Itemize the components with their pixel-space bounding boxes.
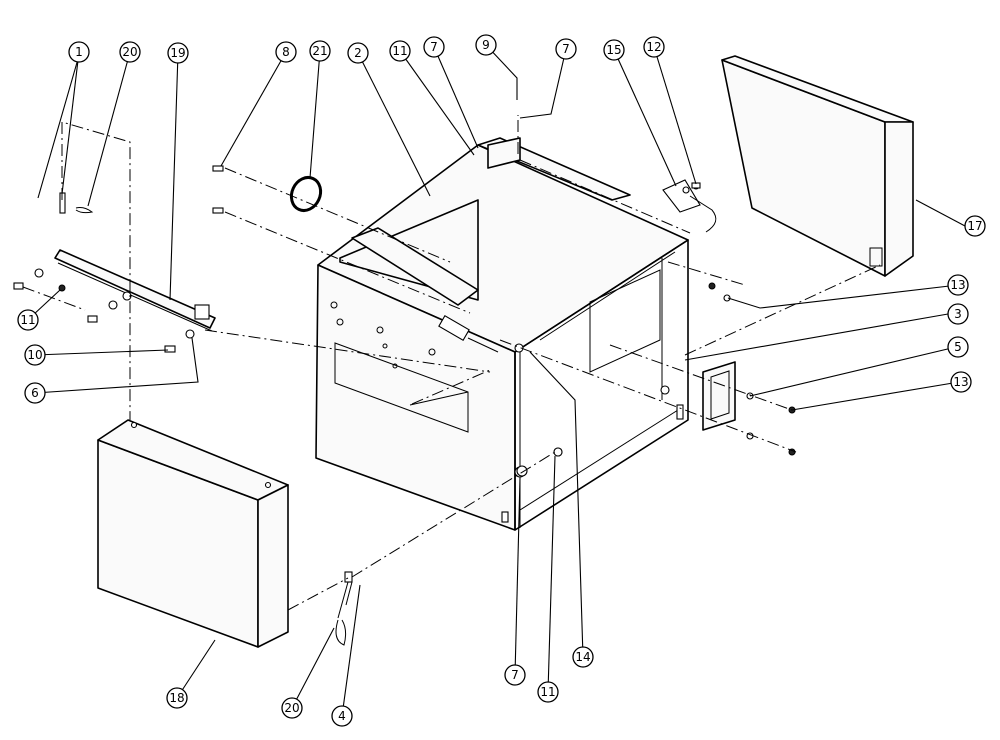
callout-21: 21 bbox=[309, 40, 331, 62]
svg-text:7: 7 bbox=[430, 40, 438, 54]
callout-20-bottom: 20 bbox=[281, 697, 303, 719]
callout-18: 18 bbox=[166, 687, 188, 709]
callout-11-top: 11 bbox=[389, 40, 411, 62]
callout-10: 10 bbox=[24, 344, 46, 366]
callout-13-upper: 13 bbox=[947, 274, 969, 296]
callout-8: 8 bbox=[275, 41, 297, 63]
svg-text:3: 3 bbox=[954, 307, 962, 321]
callout-7-top-left: 7 bbox=[423, 36, 445, 58]
svg-text:7: 7 bbox=[562, 42, 570, 56]
svg-text:17: 17 bbox=[967, 219, 982, 233]
callout-2: 2 bbox=[347, 42, 369, 64]
callout-11-bottom: 11 bbox=[537, 681, 559, 703]
svg-text:4: 4 bbox=[338, 709, 346, 723]
callout-11-left: 11 bbox=[17, 309, 39, 331]
assembly-lines bbox=[22, 115, 881, 611]
svg-text:11: 11 bbox=[540, 685, 555, 699]
callout-4: 4 bbox=[331, 705, 353, 727]
callout-20: 20 bbox=[119, 41, 141, 63]
rear-cover-part-17 bbox=[721, 55, 914, 277]
rail-part-19 bbox=[54, 249, 216, 332]
svg-text:11: 11 bbox=[20, 313, 35, 327]
callout-14: 14 bbox=[572, 646, 594, 668]
svg-text:12: 12 bbox=[646, 40, 661, 54]
leader-lines bbox=[31, 44, 966, 717]
callout-19: 19 bbox=[167, 42, 189, 64]
svg-text:11: 11 bbox=[392, 44, 407, 58]
gasket-part-21 bbox=[289, 175, 323, 213]
svg-text:14: 14 bbox=[575, 650, 590, 664]
svg-text:13: 13 bbox=[950, 278, 965, 292]
svg-text:21: 21 bbox=[312, 44, 327, 58]
svg-text:9: 9 bbox=[482, 38, 490, 52]
svg-text:5: 5 bbox=[954, 340, 962, 354]
front-cover-part-18 bbox=[97, 419, 289, 648]
callout-13-lower: 13 bbox=[950, 371, 972, 393]
callout-3: 3 bbox=[947, 303, 969, 325]
svg-text:7: 7 bbox=[511, 668, 519, 682]
callout-6: 6 bbox=[24, 382, 46, 404]
svg-text:10: 10 bbox=[27, 348, 42, 362]
callout-1: 1 bbox=[68, 41, 90, 63]
callout-17: 17 bbox=[964, 215, 986, 237]
svg-text:6: 6 bbox=[31, 386, 39, 400]
svg-text:8: 8 bbox=[282, 45, 290, 59]
callout-7-bottom: 7 bbox=[504, 664, 526, 686]
front-latch bbox=[438, 315, 499, 353]
callouts: 1 20 19 8 21 2 11 7 9 7 15 12 17 11 10 6… bbox=[17, 34, 986, 727]
callout-15: 15 bbox=[603, 39, 625, 61]
svg-text:20: 20 bbox=[122, 45, 137, 59]
svg-text:2: 2 bbox=[354, 46, 362, 60]
callout-12: 12 bbox=[643, 36, 665, 58]
svg-text:15: 15 bbox=[606, 43, 621, 57]
svg-text:13: 13 bbox=[953, 375, 968, 389]
svg-text:19: 19 bbox=[170, 46, 185, 60]
main-housing-part-2 bbox=[315, 137, 689, 531]
svg-text:20: 20 bbox=[284, 701, 299, 715]
callout-7-top-right: 7 bbox=[555, 38, 577, 60]
callout-9: 9 bbox=[475, 34, 497, 56]
svg-text:1: 1 bbox=[75, 45, 83, 59]
bracket-part-3 bbox=[702, 361, 736, 431]
svg-text:18: 18 bbox=[169, 691, 184, 705]
callout-5: 5 bbox=[947, 336, 969, 358]
hardware bbox=[13, 165, 796, 646]
latch-part-15 bbox=[662, 179, 717, 233]
